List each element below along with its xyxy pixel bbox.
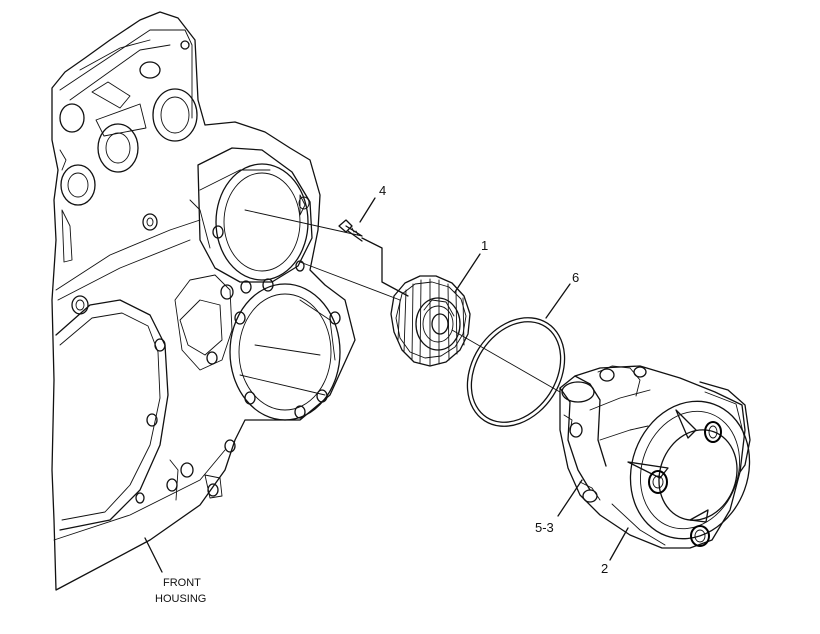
leader-4 xyxy=(359,197,376,223)
housing-leader-line xyxy=(144,537,163,573)
leader-5-3 xyxy=(557,479,583,517)
leader-1 xyxy=(454,253,481,293)
callout-1: 1 xyxy=(481,238,488,253)
housing-bolt-holes xyxy=(135,225,341,504)
cover-item-2 xyxy=(559,365,751,549)
caption-front: FRONT xyxy=(163,577,201,589)
callout-5-3: 5-3 xyxy=(535,520,554,535)
callout-2: 2 xyxy=(601,561,608,576)
caption-housing: HOUSING xyxy=(155,593,206,605)
bolt-centerline xyxy=(244,209,363,237)
bolt-to-gear-leader xyxy=(361,237,409,297)
front-housing xyxy=(51,11,356,591)
bolt-item-4 xyxy=(338,219,363,242)
callout-4: 4 xyxy=(379,183,386,198)
o-ring-item-6 xyxy=(466,317,566,427)
leader-6 xyxy=(545,283,571,319)
idler-gear-item-1 xyxy=(390,275,471,367)
callout-6: 6 xyxy=(572,270,579,285)
leader-2 xyxy=(609,527,629,561)
gear-axis-line xyxy=(299,261,401,301)
gear-to-cover-axis xyxy=(451,329,561,393)
